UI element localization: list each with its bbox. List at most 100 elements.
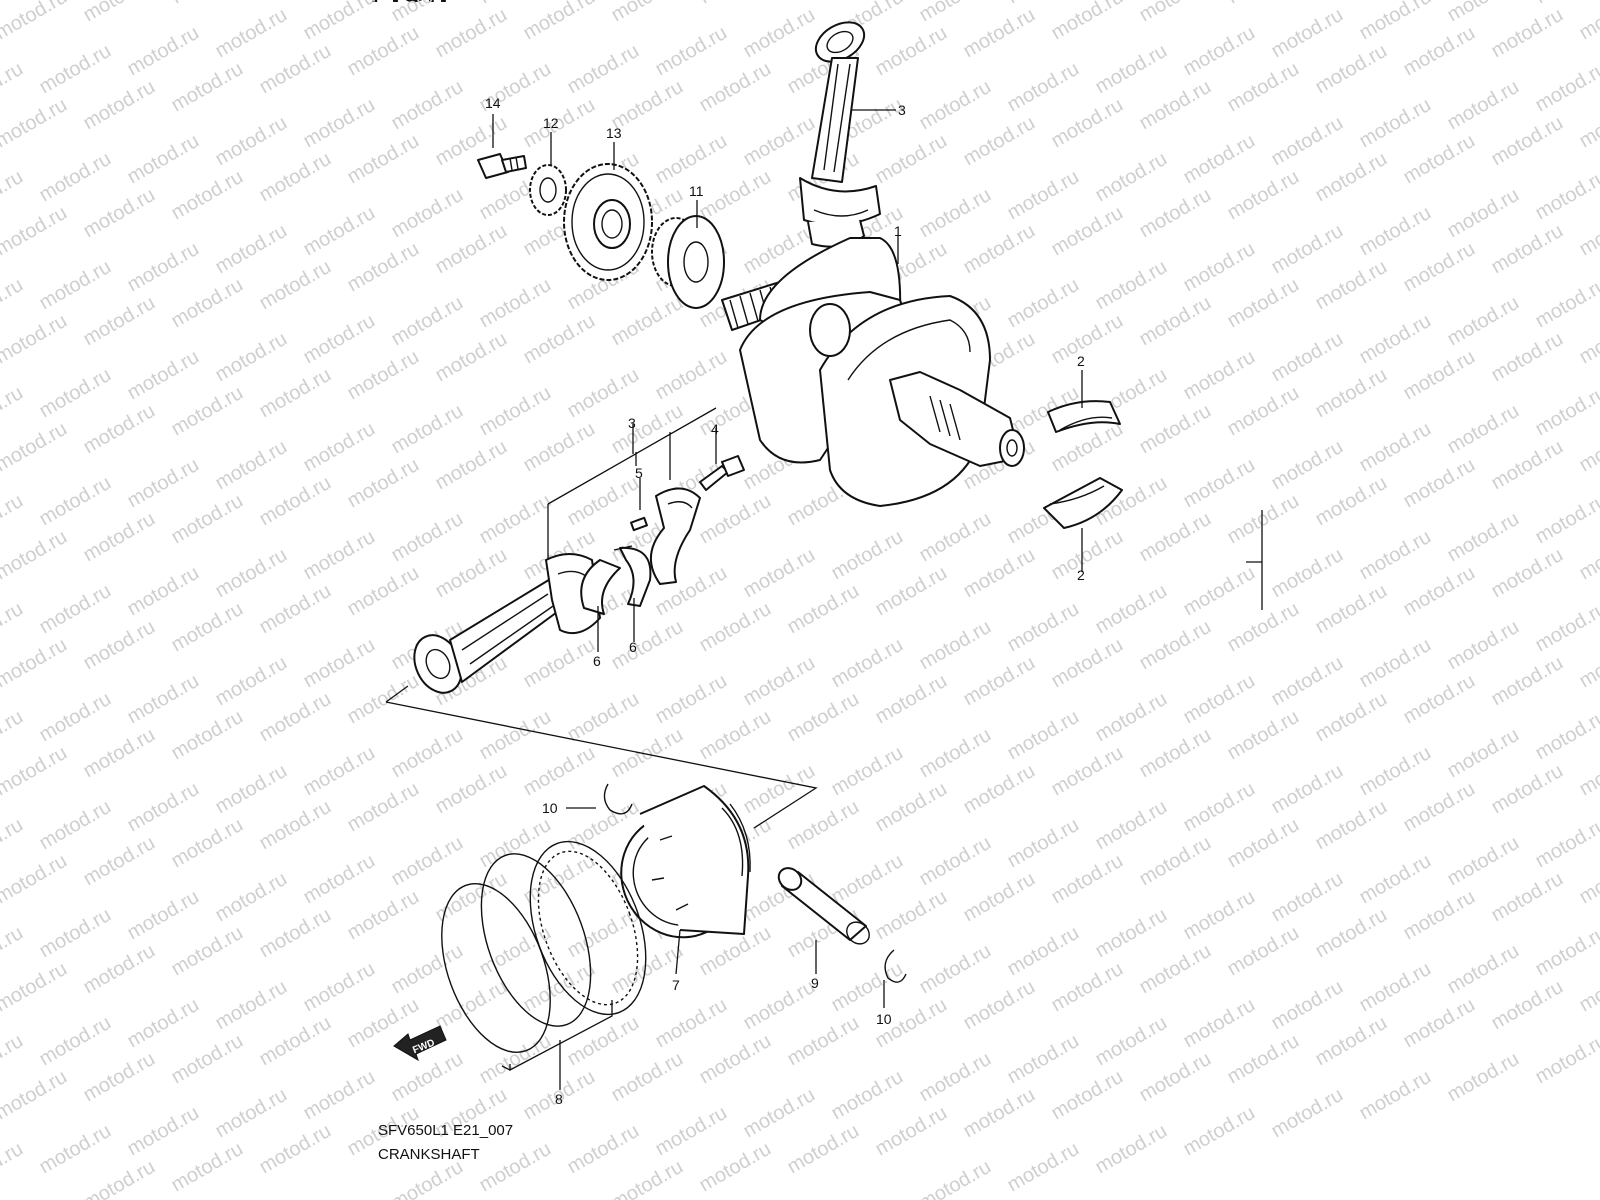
watermark-text: motod.ru (1444, 1048, 1523, 1107)
watermark-text: motod.ru (916, 508, 995, 567)
watermark-text: motod.ru (300, 958, 379, 1017)
watermark-text: motod.ru (872, 886, 951, 945)
callout-7: 7 (672, 977, 680, 993)
watermark-text: motod.ru (168, 490, 247, 549)
watermark-text: motod.ru (1312, 472, 1391, 531)
watermark-text: motod.ru (1576, 418, 1600, 477)
piston-rings-8[interactable] (421, 826, 668, 1090)
piston-pin-9[interactable] (774, 864, 873, 949)
watermark-text: motod.ru (1356, 94, 1435, 153)
watermark-text: motod.ru (740, 544, 819, 603)
watermark-text: motod.ru (124, 346, 203, 405)
callout-12: 12 (543, 115, 559, 131)
watermark-text: motod.ru (476, 274, 555, 333)
watermark-text: motod.ru (1048, 850, 1127, 909)
diagram-title: CRANKSHAFT (378, 1146, 480, 1163)
watermark-text: motod.ru (1180, 22, 1259, 81)
watermark-text: motod.ru (696, 598, 775, 657)
watermark-text: motod.ru (1092, 1012, 1171, 1071)
watermark-text: motod.ru (0, 1066, 71, 1125)
watermark-text: motod.ru (1224, 706, 1303, 765)
watermark-text: motod.ru (36, 580, 115, 639)
callout-leaders (492, 109, 1083, 1008)
connecting-rod-cap[interactable] (649, 487, 701, 585)
connecting-rod-lower[interactable] (405, 553, 601, 700)
watermark-text: motod.ru (916, 184, 995, 243)
watermark-text: motod.ru (652, 130, 731, 189)
watermark-text: motod.ru (608, 616, 687, 675)
watermark-text: motod.ru (0, 166, 27, 225)
watermark-text: motod.ru (652, 22, 731, 81)
dowel-pin-5[interactable] (630, 516, 648, 532)
watermark-text: motod.ru (476, 1030, 555, 1089)
circlip-10-upper[interactable] (603, 783, 633, 815)
watermark-text: motod.ru (1576, 94, 1600, 153)
callout-14: 14 (485, 95, 501, 111)
watermark-text: motod.ru (476, 1138, 555, 1197)
gear-12[interactable] (529, 164, 567, 216)
watermark-text: motod.ru (520, 0, 599, 44)
gear-13[interactable] (563, 163, 653, 281)
watermark-text: motod.ru (916, 76, 995, 135)
watermark-text: motod.ru (0, 418, 71, 477)
bearing-2-lower[interactable] (1043, 477, 1123, 529)
watermark-text: motod.ru (828, 850, 907, 909)
watermark-text: motod.ru (36, 148, 115, 207)
circlip-10-lower[interactable] (884, 949, 907, 983)
watermark-text: motod.ru (300, 526, 379, 585)
watermark-text: motod.ru (1400, 454, 1479, 513)
watermark-text: motod.ru (388, 508, 467, 567)
watermark-text: motod.ru (36, 256, 115, 315)
watermark-text: motod.ru (432, 544, 511, 603)
watermark-text: motod.ru (1180, 454, 1259, 513)
watermark-text: motod.ru (1268, 436, 1347, 495)
watermark-text: motod.ru (520, 958, 599, 1017)
bearing-2-upper[interactable] (1047, 400, 1121, 433)
watermark-text: motod.ru (1268, 112, 1347, 171)
watermark-text: motod.ru (1048, 742, 1127, 801)
watermark-text: motod.ru (520, 310, 599, 369)
watermark-text: motod.ru (1004, 1138, 1083, 1197)
watermark-text: motod.ru (1136, 184, 1215, 243)
watermark-text: motod.ru (124, 994, 203, 1053)
piston-7[interactable] (601, 785, 759, 957)
watermark-text: motod.ru (1488, 328, 1567, 387)
watermark-text: motod.ru (168, 274, 247, 333)
crankshaft[interactable] (721, 237, 1025, 507)
bolt-4[interactable] (699, 455, 745, 491)
watermark-text: motod.ru (1532, 706, 1600, 765)
watermark-text: motod.ru (1576, 742, 1600, 801)
watermark-text: motod.ru (388, 76, 467, 135)
watermark-text: motod.ru (212, 436, 291, 495)
watermark-text: motod.ru (1092, 1120, 1171, 1179)
watermark-text: motod.ru (872, 778, 951, 837)
bolt-14[interactable] (477, 153, 527, 179)
watermark-text: motod.ru (520, 634, 599, 693)
watermark-text: motod.ru (608, 0, 687, 26)
watermark-text: motod.ru (608, 400, 687, 459)
watermark-text: motod.ru (1488, 652, 1567, 711)
callout-8: 8 (555, 1091, 563, 1107)
watermark-text: motod.ru (0, 310, 71, 369)
gear-11[interactable] (651, 215, 725, 309)
callout-10-upper: 10 (542, 800, 558, 816)
watermark-text: motod.ru (1312, 40, 1391, 99)
figure-title: FIG.7 (370, 0, 455, 11)
watermark-text: motod.ru (256, 256, 335, 315)
watermark-text: motod.ru (608, 1048, 687, 1107)
watermark-text: motod.ru (1400, 22, 1479, 81)
watermark-text: motod.ru (1444, 508, 1523, 567)
watermark-text: motod.ru (36, 40, 115, 99)
watermark-text: motod.ru (1576, 310, 1600, 369)
watermark-text: motod.ru (1356, 634, 1435, 693)
watermark-text: motod.ru (1092, 796, 1171, 855)
watermark-text: motod.ru (740, 760, 819, 819)
watermark-text: motod.ru (564, 1120, 643, 1179)
watermark-text: motod.ru (960, 976, 1039, 1035)
watermark-text: motod.ru (1092, 256, 1171, 315)
watermark-text: motod.ru (1224, 598, 1303, 657)
callout-bracket-3 (547, 407, 717, 560)
bearing-6-left[interactable] (580, 559, 621, 615)
watermark-text: motod.ru (828, 526, 907, 585)
watermark-text: motod.ru (564, 472, 643, 531)
